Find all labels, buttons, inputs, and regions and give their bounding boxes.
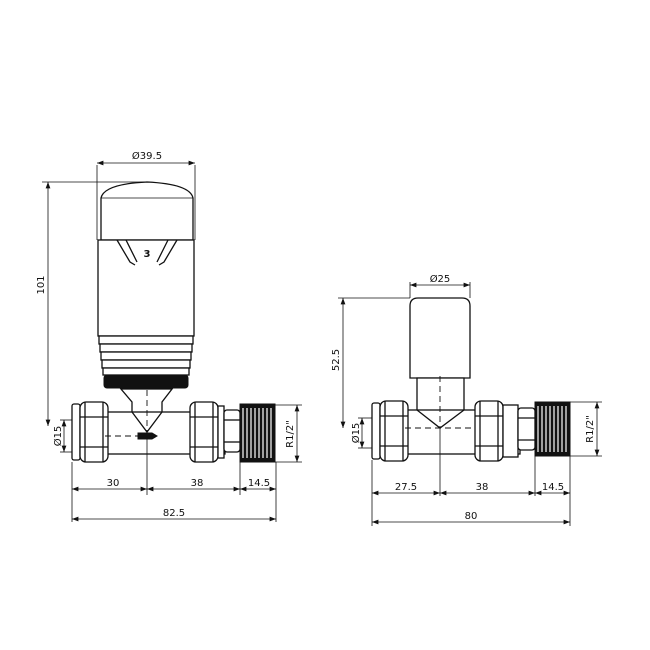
overall-length-label: 82.5 [163, 508, 185, 519]
inlet-length-label: 30 [107, 478, 120, 489]
small-hex [223, 409, 241, 453]
dimensions-right: Ø25 52.5 Ø15 R1/2" 27.5 38 14.5 80 [331, 273, 602, 526]
knurled-ring [103, 374, 189, 389]
thermostat-cap [100, 181, 194, 241]
right-compression-nut [474, 400, 519, 462]
thread-size-label: R1/2" [585, 415, 596, 443]
inlet-length-label: 27.5 [395, 482, 417, 493]
thermostat-grooves [98, 335, 194, 376]
body-length-label: 38 [476, 482, 489, 493]
head-diameter-label: Ø39.5 [132, 150, 162, 162]
body-length-label: 38 [191, 478, 204, 489]
manual-valve: Ø25 52.5 Ø15 R1/2" 27.5 38 14.5 80 [331, 273, 602, 526]
thread-length-label: 14.5 [542, 482, 564, 493]
thermostatic-valve: 3 [36, 150, 302, 522]
thread-size-label: R1/2" [285, 420, 296, 448]
manual-head [409, 297, 471, 379]
dimensions-left: Ø39.5 101 Ø15 R1/2" 30 38 14.5 82.5 [36, 150, 302, 522]
male-thread [534, 401, 571, 457]
right-compression-nut [189, 401, 225, 463]
small-hex [517, 407, 536, 451]
head-diameter-label: Ø25 [430, 273, 451, 285]
pipe-diameter-label: Ø15 [52, 426, 64, 447]
setting-number: 3 [144, 249, 151, 260]
thread-length-label: 14.5 [248, 478, 270, 489]
left-compression-nut [371, 400, 409, 462]
left-compression-nut [71, 401, 109, 463]
height-label: 52.5 [331, 349, 342, 371]
male-thread [239, 403, 276, 463]
pipe-diameter-label: Ø15 [350, 423, 362, 444]
height-label: 101 [36, 275, 47, 294]
overall-length-label: 80 [465, 511, 478, 522]
